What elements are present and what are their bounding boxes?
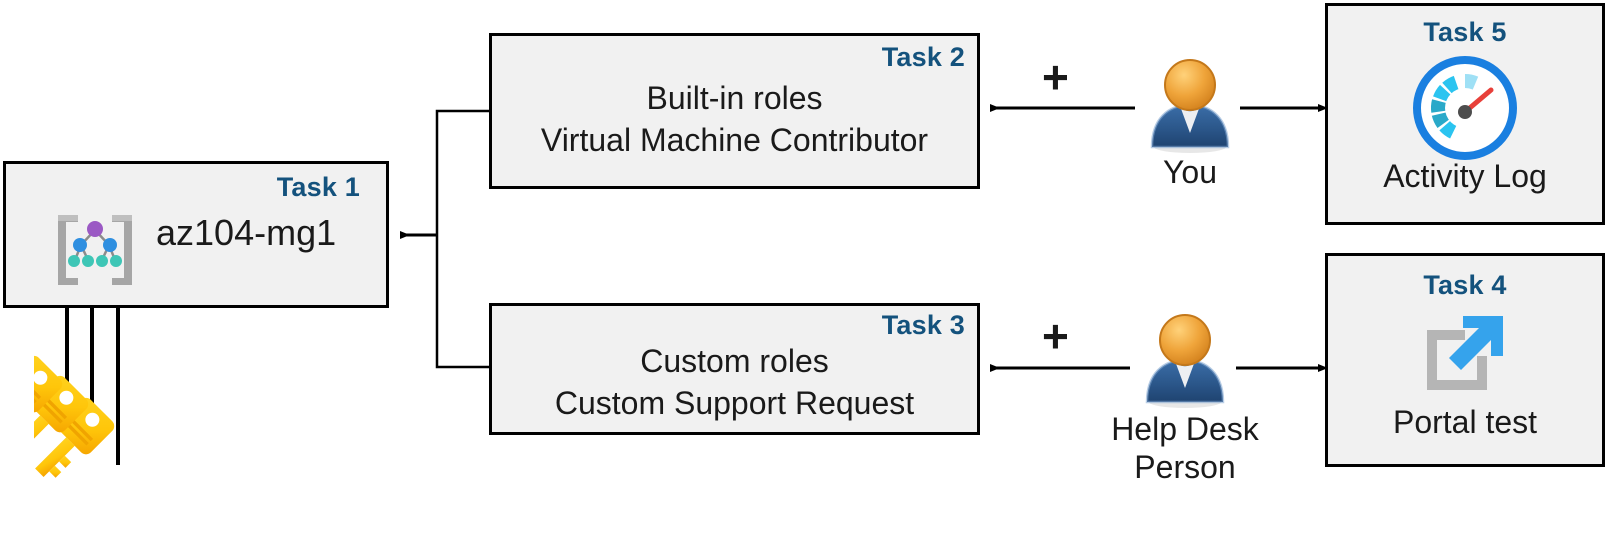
task-3-text: Custom roles Custom Support Request	[492, 340, 977, 424]
management-group-icon	[50, 205, 140, 300]
task-3-box[interactable]: Task 3 Custom roles Custom Support Reque…	[489, 303, 980, 435]
task-2-line-1: Built-in roles	[646, 80, 823, 116]
user-avatar-icon	[1150, 59, 1230, 153]
task-2-text: Built-in roles Virtual Machine Contribut…	[492, 77, 977, 161]
task-2-line-2: Virtual Machine Contributor	[540, 122, 929, 158]
task-4-caption: Portal test	[1392, 404, 1538, 440]
keys-icon	[0, 345, 164, 485]
bracket-tasks-to-mg	[435, 109, 489, 369]
task-2-box[interactable]: Task 2 Built-in roles Virtual Machine Co…	[489, 33, 980, 189]
person-you-label: You	[1163, 154, 1217, 190]
task-4-box[interactable]: Task 4 Portal test	[1325, 253, 1605, 467]
external-link-icon	[1417, 308, 1513, 405]
task-3-tag: Task 3	[881, 310, 965, 340]
task-5-caption: Activity Log	[1383, 158, 1547, 194]
task-3-line-2: Custom Support Request	[554, 385, 915, 421]
task-3-line-1: Custom roles	[640, 343, 829, 379]
person-help-desk[interactable]: Help Desk Person	[1111, 310, 1259, 485]
task-2-tag: Task 2	[881, 42, 965, 72]
plus-top: +	[1042, 51, 1069, 103]
task-4-tag: Task 4	[1423, 270, 1507, 300]
person-you[interactable]: You	[1140, 55, 1240, 190]
gauge-icon	[1413, 56, 1517, 165]
task-1-tag: Task 1	[276, 172, 360, 202]
task-5-box[interactable]: Task 5 Activity Log	[1325, 3, 1605, 225]
plus-bottom: +	[1042, 310, 1069, 362]
task-5-tag: Task 5	[1423, 17, 1507, 47]
person-help-desk-label: Help Desk Person	[1111, 411, 1259, 485]
task-1-title: az104-mg1	[156, 212, 337, 253]
user-avatar-icon	[1145, 314, 1225, 408]
